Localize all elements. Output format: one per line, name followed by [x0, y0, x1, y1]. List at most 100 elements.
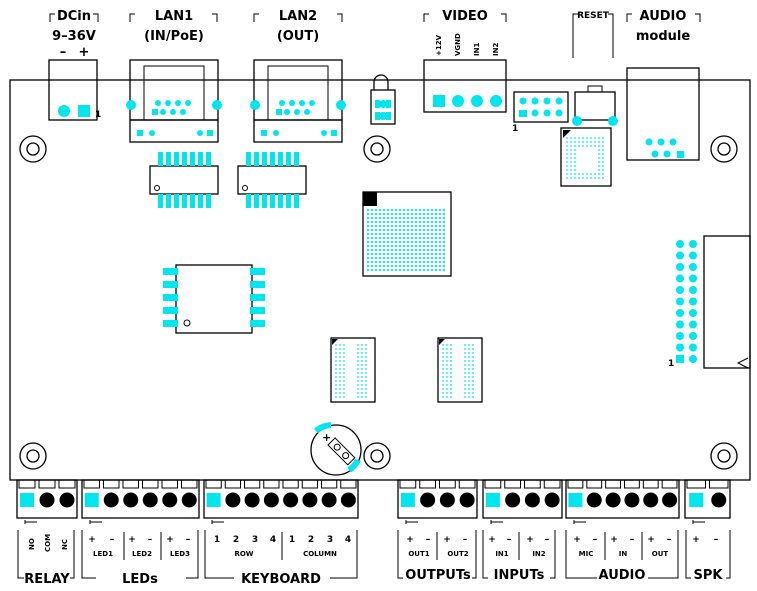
right-pin-header: 1 [668, 235, 751, 369]
header-pin1: 1 [512, 124, 518, 134]
in2-minus: – [545, 535, 550, 545]
lan1-sub: (IN/PoE) [144, 29, 204, 44]
in1-minus: – [507, 535, 512, 545]
spk-plus: + [692, 535, 700, 545]
video-pin-vgnd: VGND [454, 33, 462, 56]
mounting-hole-bc [363, 442, 391, 470]
row-2: 2 [233, 535, 239, 545]
mounting-holes [19, 135, 738, 470]
mic-minus: – [593, 535, 598, 545]
column-label: COLUMN [303, 550, 337, 558]
relay-pin-nc: NC [61, 539, 69, 550]
row-label: ROW [234, 550, 253, 558]
mic-label: MIC [579, 550, 594, 558]
qfn-chip [560, 127, 612, 187]
led1-plus: + [88, 535, 96, 545]
mounting-hole-br [710, 442, 738, 470]
terminal-blocks [16, 479, 731, 524]
in-plus: + [610, 535, 618, 545]
in1-plus: + [488, 535, 496, 545]
lan1-transformer [149, 152, 219, 208]
video-connector [423, 59, 507, 113]
dcin-plus: + [79, 45, 90, 60]
lan2-connector [250, 59, 346, 143]
dcin-connector: 1 [48, 59, 101, 121]
dcin-voltage: 9–36V [52, 29, 96, 44]
out2-plus: + [443, 535, 451, 545]
lan1-title: LAN1 [155, 9, 193, 24]
led2-minus: – [148, 535, 153, 545]
memory-chip-2 [437, 337, 483, 403]
bottom-labels: NO COM NC RELAY + – + – + – LED1 LED2 LE… [17, 530, 731, 587]
inputs-label: INPUTs [494, 568, 545, 583]
spk-minus: – [714, 535, 719, 545]
row-4: 4 [270, 535, 276, 545]
dcin-minus: – [60, 45, 67, 60]
out2-label: OUT2 [447, 550, 468, 558]
out1-plus: + [406, 535, 414, 545]
lan2-label-group: LAN2 (OUT) [253, 9, 343, 44]
pcb-outline [9, 79, 751, 481]
video-title: VIDEO [442, 9, 488, 24]
reset-label-group: RESET [572, 11, 614, 58]
dcin-label-group: DCin 9–36V – + [49, 9, 99, 60]
battery-plus: + [322, 431, 331, 444]
out-plus: + [647, 535, 655, 545]
memory-chip-1 [330, 337, 376, 403]
out2-minus: – [463, 535, 468, 545]
col-4: 4 [345, 535, 351, 545]
coin-battery: + [310, 422, 362, 476]
status-led [370, 74, 396, 125]
mounting-hole-tl [19, 135, 47, 163]
relay-pin-no: NO [28, 538, 36, 550]
out-minus: – [667, 535, 672, 545]
video-pin-in2: IN2 [492, 43, 500, 56]
video-pin-12v: +12V [435, 34, 443, 56]
out1-label: OUT1 [408, 550, 429, 558]
leds-label: LEDs [122, 572, 158, 587]
led2-label: LED2 [132, 550, 152, 558]
led3-minus: – [186, 535, 191, 545]
keyboard-label: KEYBOARD [241, 572, 321, 587]
video-label-group: VIDEO +12V VGND IN1 IN2 [423, 9, 507, 56]
out1-minus: – [426, 535, 431, 545]
mounting-hole-tc [363, 135, 391, 163]
spk-label: SPK [694, 568, 724, 583]
reset-label: RESET [577, 11, 610, 21]
relay-label: RELAY [24, 572, 70, 587]
audio-label: AUDIO [599, 568, 646, 583]
mic-plus: + [573, 535, 581, 545]
audio-module-title: AUDIO [640, 9, 687, 24]
audio-in-label: IN [619, 550, 628, 558]
lan1-connector [126, 59, 222, 143]
main-soc [362, 191, 452, 277]
row-1: 1 [214, 535, 220, 545]
relay-pin-com: COM [44, 534, 52, 552]
mounting-hole-bl [19, 442, 47, 470]
in-minus: – [630, 535, 635, 545]
mounting-hole-tr [710, 135, 738, 163]
video-pin-in1: IN1 [473, 43, 481, 56]
led3-plus: + [166, 535, 174, 545]
lan2-sub: (OUT) [277, 29, 319, 44]
audio-module-label-group: AUDIO module [626, 9, 701, 44]
led3-label: LED3 [170, 550, 190, 558]
audio-module-sub: module [636, 29, 690, 44]
right-header-pin1: 1 [668, 359, 674, 369]
audio-out-label: OUT [652, 550, 669, 558]
col-1: 1 [289, 535, 295, 545]
in1-label: IN1 [495, 550, 508, 558]
in2-label: IN2 [532, 550, 545, 558]
dcin-title: DCin [57, 9, 91, 24]
col-3: 3 [327, 535, 333, 545]
lan1-label-group: LAN1 (IN/PoE) [129, 9, 218, 44]
in2-plus: + [526, 535, 534, 545]
audio-module-connector [626, 67, 700, 161]
lan2-title: LAN2 [279, 9, 317, 24]
outputs-label: OUTPUTs [405, 568, 471, 583]
col-2: 2 [308, 535, 314, 545]
led2-plus: + [128, 535, 136, 545]
reset-button [572, 85, 618, 126]
row-3: 3 [252, 535, 258, 545]
